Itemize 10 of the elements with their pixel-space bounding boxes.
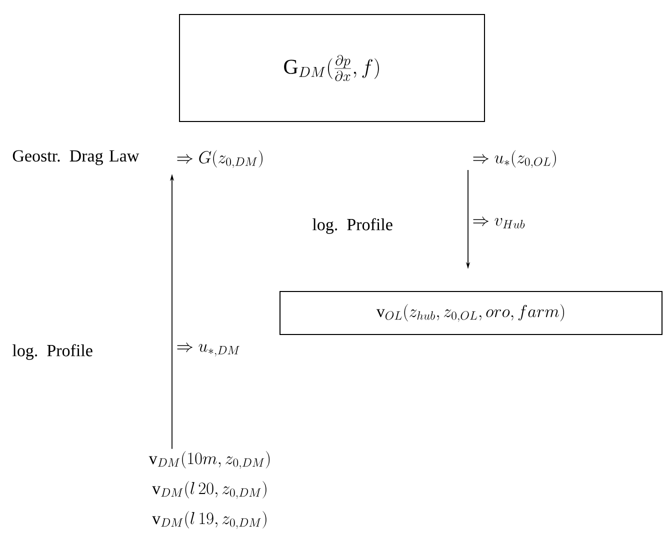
formula-label: $\Rightarrow u_{*,DM}$ [177, 342, 240, 357]
formula-label: $\Rightarrow v_{Hub}$ [473, 216, 525, 228]
label: Geostr. Drag Law [12, 150, 140, 166]
text-stack: $\mathrm{v}_{DM}(10m, z_{0,DM})$ $\mathrm{v}_{DM}(l\,20, z_{0,DM})$ $\mathrm{v}_{DM}(l\,19, z_{0,DM})$ [148, 451, 270, 529]
formula-box: $\mathrm{G}_{DM}(\frac{\partial p}{\partial x}, f)$ [179, 14, 485, 122]
formula-label: $\Rightarrow u_*(z_{0,OL})$ [473, 150, 556, 168]
label: log. Profile [312, 218, 392, 234]
formula-label: $\Rightarrow G(z_{0,DM})$ [177, 150, 262, 168]
formula-box: $\mathrm{v}_{OL}(z_{hub}, z_{0,OL}, oro, farm)$ [280, 291, 662, 335]
label: log. Profile [12, 344, 92, 360]
